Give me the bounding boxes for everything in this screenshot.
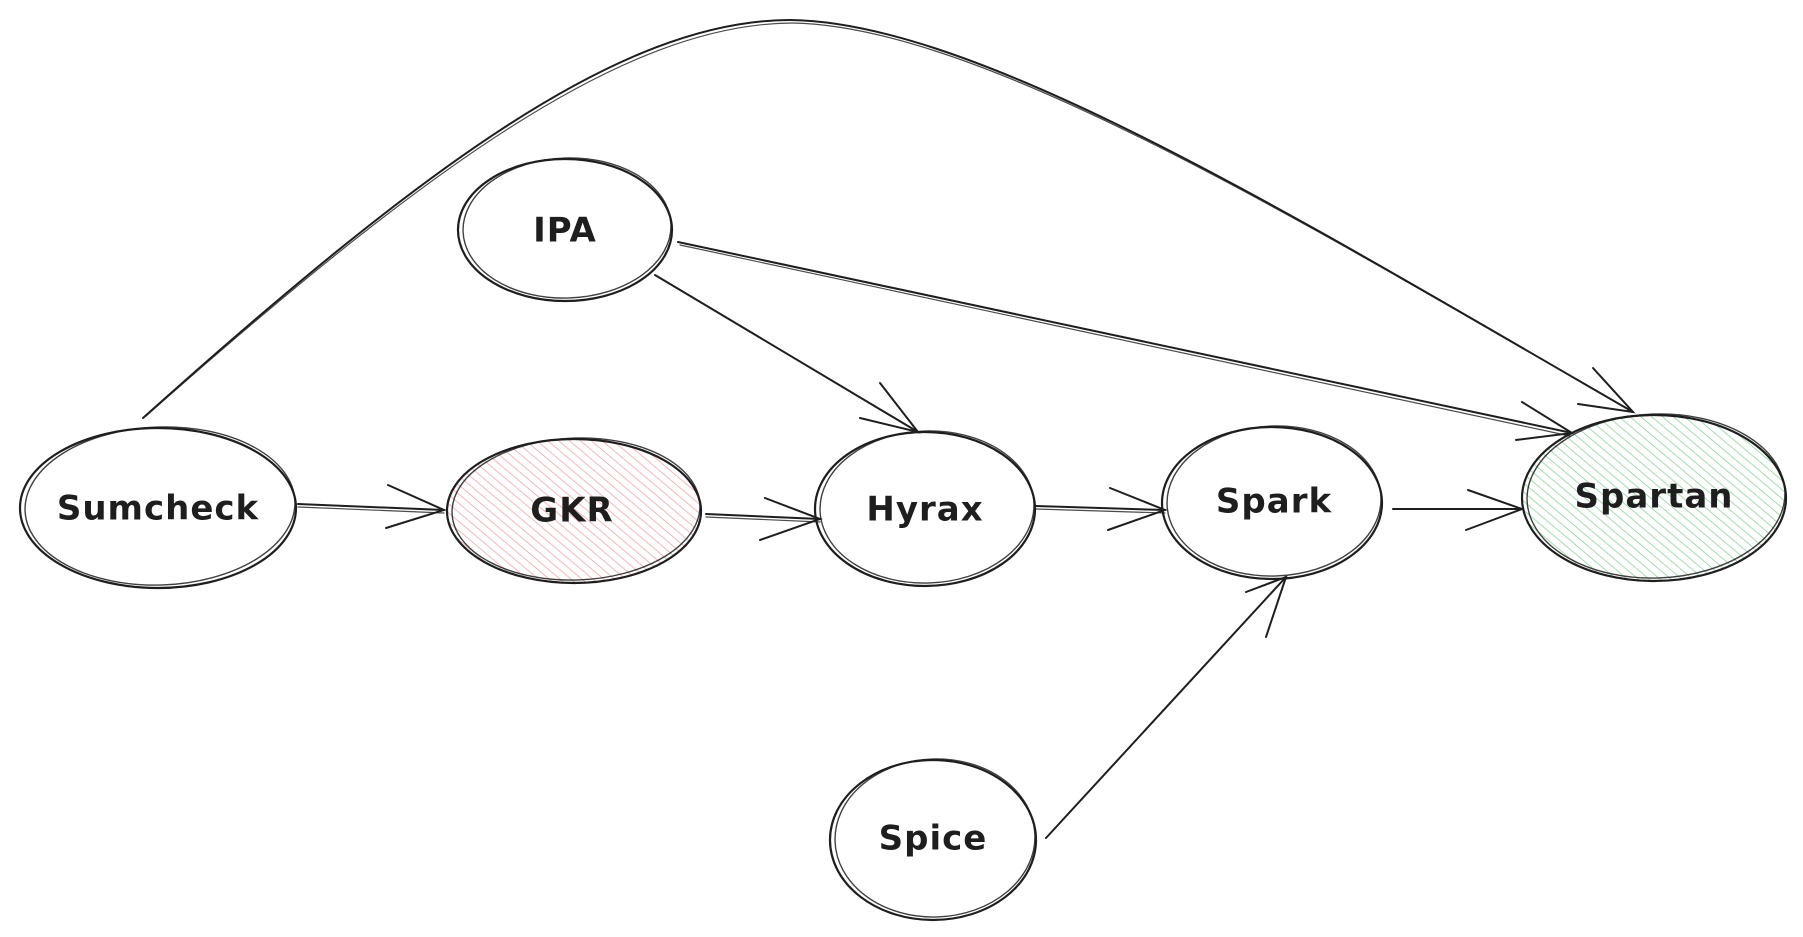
node-ipa-label: IPA xyxy=(533,211,597,251)
node-spice: Spice xyxy=(828,758,1038,922)
edge-sumcheck-to-gkr xyxy=(297,484,447,529)
node-gkr-label: GKR xyxy=(530,491,613,531)
node-spartan-label: Spartan xyxy=(1575,477,1734,517)
node-sumcheck-label: Sumcheck xyxy=(57,489,260,529)
edge-spice-to-spark xyxy=(1045,575,1288,839)
node-gkr: GKR xyxy=(445,437,703,585)
node-spice-label: Spice xyxy=(879,819,988,859)
node-hyrax: Hyrax xyxy=(813,430,1037,588)
edge-ipa-to-hyrax xyxy=(654,274,921,434)
node-spartan: Spartan xyxy=(1520,413,1788,583)
edge-hyrax-to-spark xyxy=(1035,487,1168,531)
edge-ipa-to-spartan xyxy=(677,241,1575,441)
node-hyrax-label: Hyrax xyxy=(866,490,983,530)
edge-spark-to-spartan xyxy=(1392,489,1525,531)
node-ipa: IPA xyxy=(456,157,674,303)
edge-sumcheck-to-spartan xyxy=(142,19,1636,419)
node-spark-label: Spark xyxy=(1216,482,1333,522)
node-sumcheck: Sumcheck xyxy=(18,426,298,590)
edge-gkr-to-hyrax xyxy=(705,497,823,541)
node-spark: Spark xyxy=(1160,425,1384,581)
